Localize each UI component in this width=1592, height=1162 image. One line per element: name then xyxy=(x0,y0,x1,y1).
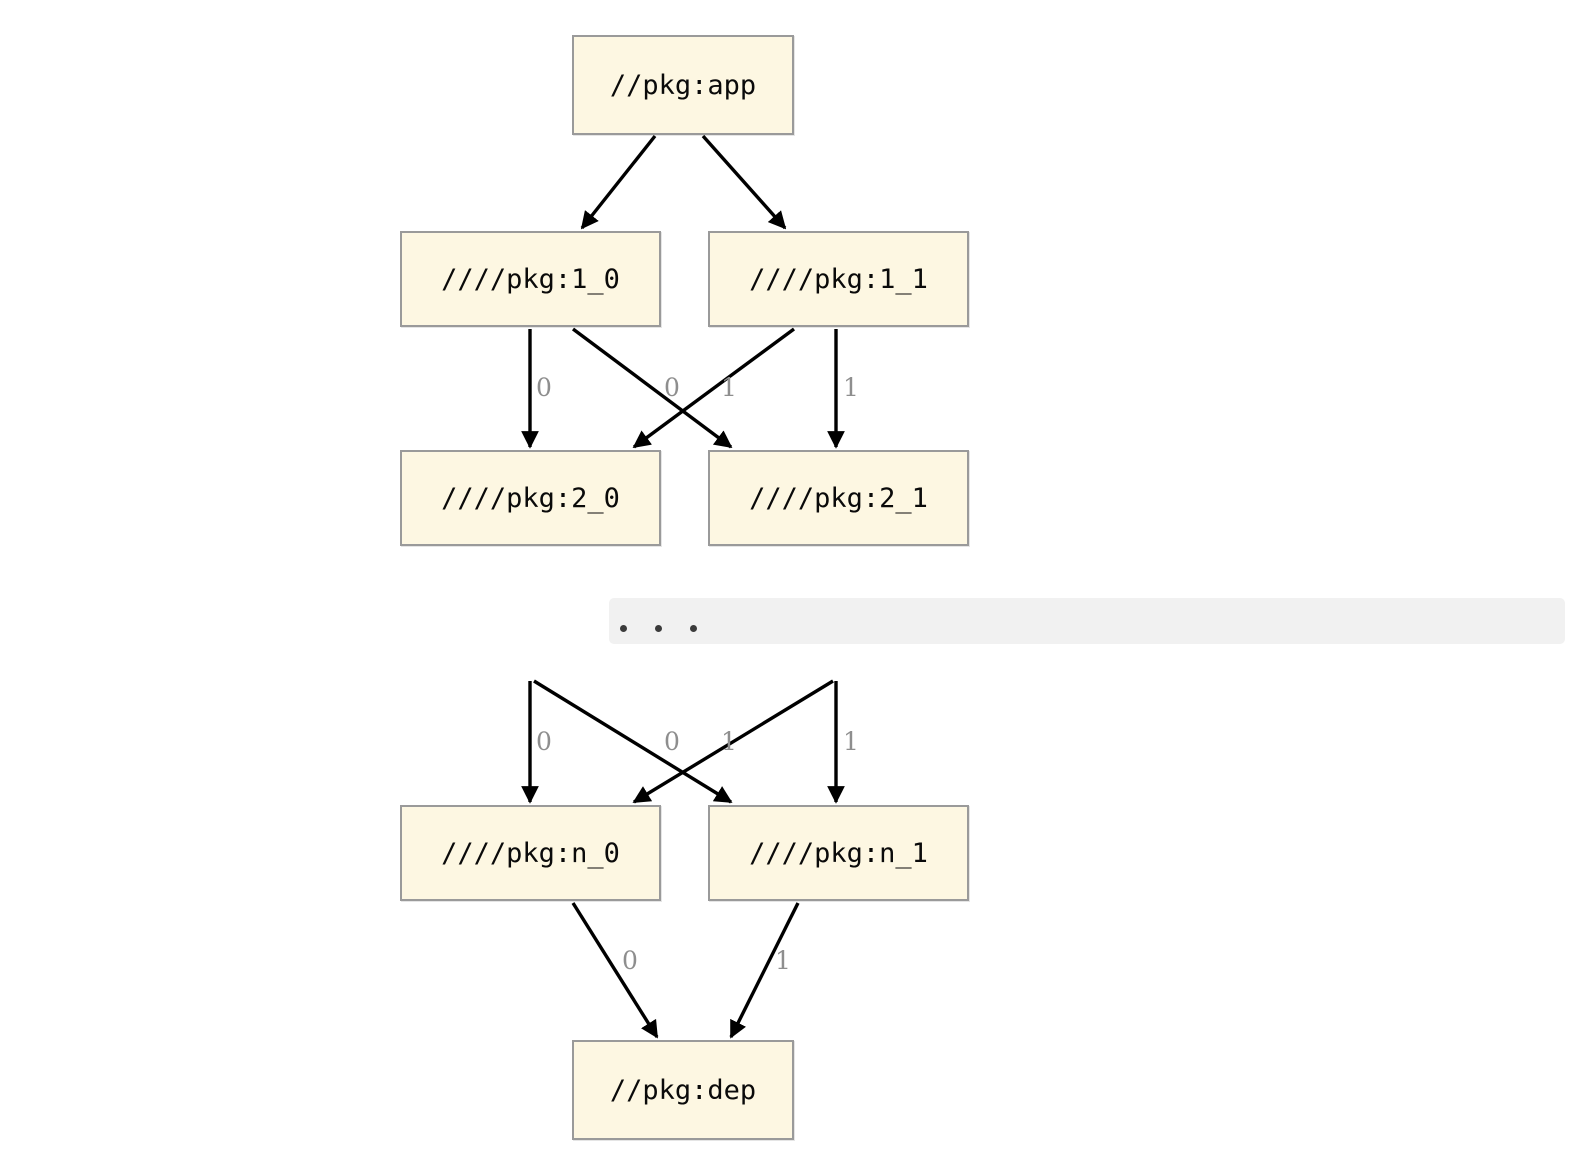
edge-label: 1 xyxy=(843,727,859,756)
edge-label: 0 xyxy=(664,373,680,402)
edge-label: 1 xyxy=(721,373,737,402)
edge-label: 1 xyxy=(775,946,791,975)
graph-edge xyxy=(580,134,657,230)
graph-node-label: ////pkg:1_1 xyxy=(749,263,928,295)
graph-node-nn_1[interactable]: ////pkg:n_1 xyxy=(708,805,969,901)
graph-node-label: ////pkg:n_1 xyxy=(749,837,928,869)
ellipsis-dot xyxy=(690,625,697,632)
graph-edge xyxy=(571,902,659,1039)
graph-node-dep[interactable]: //pkg:dep xyxy=(572,1040,794,1140)
graph-node-label: //pkg:dep xyxy=(609,1074,757,1106)
graph-node-n2_1[interactable]: ////pkg:2_1 xyxy=(708,450,969,546)
graph-node-n1_0[interactable]: ////pkg:1_0 xyxy=(400,231,661,327)
edge-label: 0 xyxy=(664,727,680,756)
graph-edge xyxy=(632,327,796,449)
edge-label: 1 xyxy=(843,373,859,402)
graph-node-label: //pkg:app xyxy=(609,69,757,101)
edge-label: 1 xyxy=(721,727,737,756)
edge-label: 0 xyxy=(622,946,638,975)
graph-node-n1_1[interactable]: ////pkg:1_1 xyxy=(708,231,969,327)
graph-node-nn_0[interactable]: ////pkg:n_0 xyxy=(400,805,661,901)
ellipsis-dot xyxy=(620,625,627,632)
graph-node-n2_0[interactable]: ////pkg:2_0 xyxy=(400,450,661,546)
graph-edge xyxy=(701,134,787,230)
graph-node-label: ////pkg:n_0 xyxy=(441,837,620,869)
graph-edge xyxy=(571,327,733,449)
graph-node-label: ////pkg:2_1 xyxy=(749,482,928,514)
ellipsis-separator xyxy=(609,598,1565,644)
graph-node-label: ////pkg:2_0 xyxy=(441,482,620,514)
graph-edge xyxy=(533,679,733,804)
graph-node-app[interactable]: //pkg:app xyxy=(572,35,794,135)
ellipsis-dot xyxy=(655,625,662,632)
edge-label: 0 xyxy=(536,727,552,756)
edge-label: 0 xyxy=(536,373,552,402)
graph-node-label: ////pkg:1_0 xyxy=(441,263,620,295)
ellipsis-dots xyxy=(609,625,697,644)
